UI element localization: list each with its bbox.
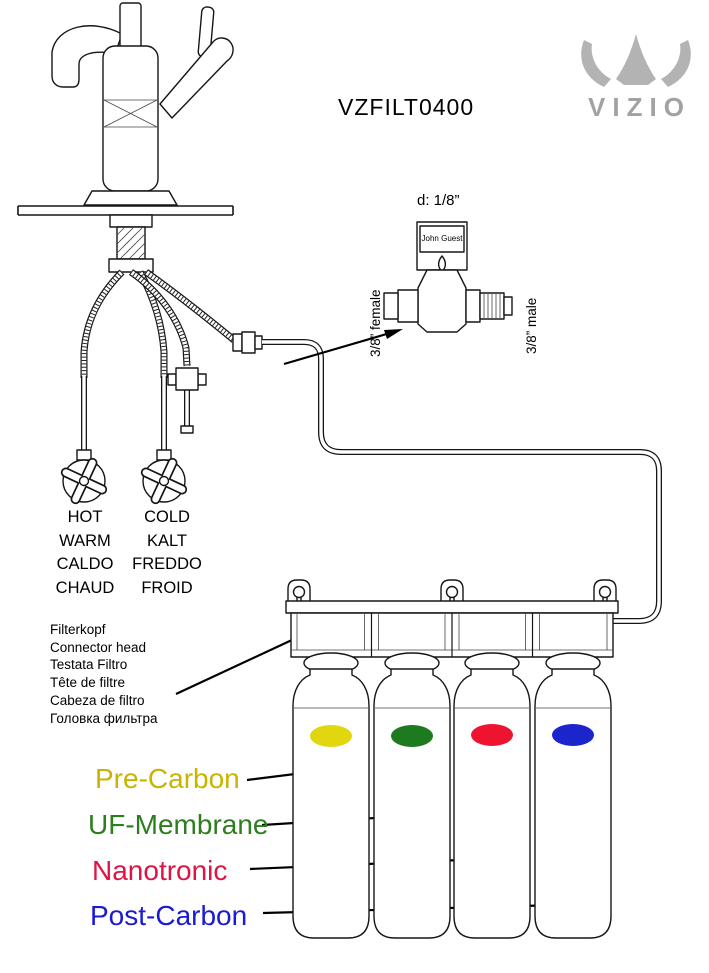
mounting-tab (287, 579, 311, 603)
cartridge-nanotronic (453, 668, 531, 939)
product-code: VZFILT0400 (338, 94, 475, 120)
connector-head-labels: Filterkopf Connector head Testata Filtro… (50, 621, 158, 727)
nanotronic-dot (471, 724, 513, 746)
mounting-tab (593, 579, 617, 603)
pre-carbon-dot (310, 725, 352, 747)
filter-feed-hose (143, 269, 237, 343)
filter-cartridges (292, 668, 612, 939)
hot-valve (60, 449, 108, 505)
head-label: Tête de filtre (50, 675, 126, 691)
john-guest-label: John Guest (421, 234, 463, 243)
valve-label: COLD (144, 508, 190, 526)
head-label: Filterkopf (50, 622, 106, 637)
female-port-label: 3/8” female (368, 289, 383, 357)
valve-label: CHAUD (55, 578, 115, 597)
cold-valve-labels: COLD KALT FREDDO FROID (127, 506, 207, 600)
mounting-tab (440, 579, 464, 603)
valve-label: KALT (146, 531, 188, 550)
filter-label-pre-carbon: Pre-Carbon (95, 763, 240, 794)
valve-label: FROID (141, 578, 193, 597)
brand-crown-icon (581, 34, 691, 87)
filter-head (285, 579, 619, 674)
filter-label-uf-membrane: UF-Membrane (88, 809, 269, 840)
faucet-drawing (51, 2, 234, 206)
cartridge-post-carbon (534, 668, 612, 939)
faucet-shank (108, 214, 154, 273)
head-label: Головка фильтра (50, 710, 158, 726)
valve-label: FREDDO (132, 555, 202, 573)
uf-membrane-dot (391, 725, 433, 747)
head-label: Connector head (50, 639, 147, 655)
male-port-label: 3/8” male (524, 297, 539, 354)
valve-label: WARM (59, 531, 111, 550)
cartridge-pre-carbon (292, 668, 370, 939)
filter-label-post-carbon: Post-Carbon (90, 900, 248, 931)
valve-label: HOT (67, 508, 103, 526)
connector-detail-drawing (383, 221, 513, 333)
valve-label: CALDO (56, 555, 114, 573)
detail-pointer-arrow (283, 329, 403, 366)
filter-label-nanotronic: Nanotronic (92, 855, 228, 886)
cartridge-uf-membrane (373, 668, 451, 939)
feed-tube-loop (262, 339, 662, 624)
counter-line (17, 205, 234, 216)
hot-hose (80, 269, 125, 452)
brand-wordmark: VIZIO (588, 92, 691, 122)
post-carbon-dot (552, 724, 594, 746)
john-guest-fitting (232, 331, 263, 354)
head-label: Cabeza de filtro (50, 692, 145, 708)
tee-fitting (167, 367, 207, 434)
head-label: Testata Filtro (50, 657, 128, 673)
connector-size-label: d: 1/8” (417, 192, 460, 209)
hot-valve-labels: HOT WARM CALDO CHAUD (46, 506, 124, 600)
tee-branch-hose (129, 269, 191, 367)
cold-valve (140, 449, 188, 505)
